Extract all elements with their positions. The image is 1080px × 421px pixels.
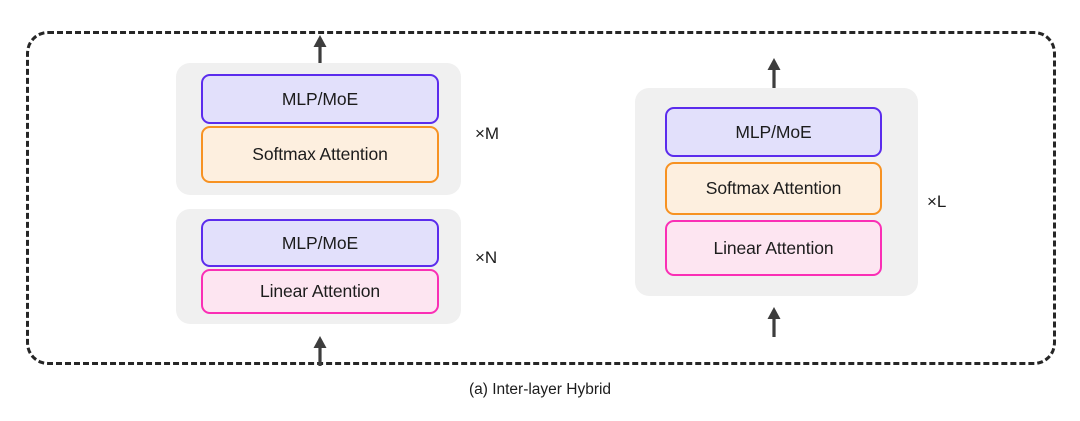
right-repeat-label: ×L (927, 192, 947, 211)
left-top-mlp-label: MLP/MoE (281, 88, 359, 109)
left-bottom-linear-block: Linear Attention (201, 269, 439, 314)
hybrid-boundary (26, 31, 1056, 365)
right-output-arrow-icon (767, 58, 781, 88)
right-softmax-block: Softmax Attention (665, 162, 882, 215)
left-top-mlp-block: MLP/MoE (201, 74, 439, 124)
left-output-arrow-icon (313, 35, 327, 65)
left-bottom-mlp-label: MLP/MoE (281, 232, 359, 253)
left-input-arrow-icon (313, 336, 327, 366)
right-mlp-label: MLP/MoE (735, 121, 812, 142)
right-input-arrow-icon (767, 307, 781, 337)
left-top-softmax-label: Softmax Attention (252, 144, 388, 164)
right-softmax-label: Softmax Attention (705, 178, 842, 198)
right-linear-block: Linear Attention (665, 220, 882, 276)
figure-caption: (a) Inter-layer Hybrid (468, 381, 612, 398)
right-mlp-block: MLP/MoE (665, 107, 882, 157)
left-top-softmax-block: Softmax Attention (201, 126, 439, 183)
left-top-repeat-label: ×M (475, 124, 500, 143)
left-bottom-linear-label: Linear Attention (259, 281, 381, 301)
right-linear-label: Linear Attention (713, 237, 834, 258)
left-bottom-repeat-label: ×N (475, 248, 498, 267)
left-bottom-mlp-block: MLP/MoE (201, 219, 439, 267)
